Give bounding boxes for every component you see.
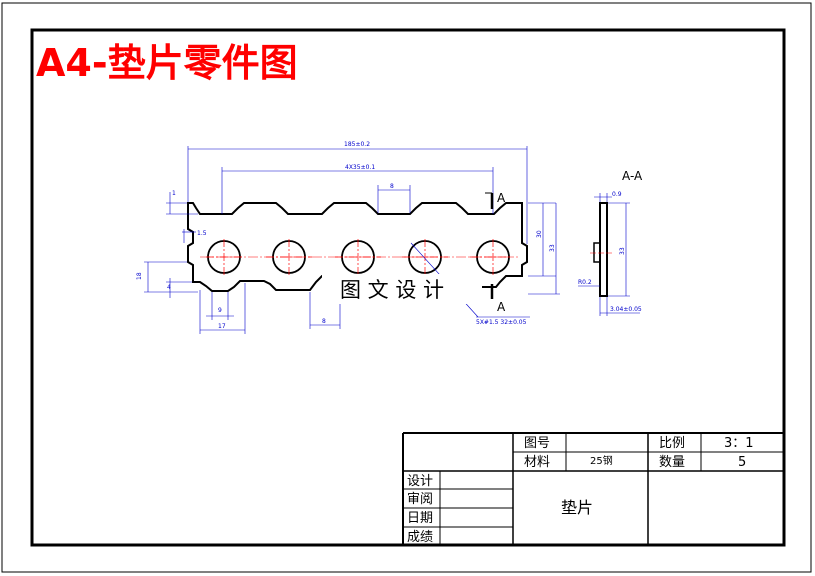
dim-overall-length: 185±0.2 (344, 141, 370, 148)
value-material: 25钢 (590, 454, 613, 467)
label-review: 审阅 (407, 492, 433, 507)
title-block (402, 432, 784, 545)
dim-slot-width-bottom: 8 (322, 318, 326, 325)
dim-end-length: 17 (218, 323, 226, 330)
label-scale: 比例 (659, 436, 685, 451)
gasket-front-view (187, 202, 528, 318)
dim-section-height: 33 (619, 247, 626, 255)
dim-section-side: R0.2 (578, 279, 592, 286)
section-dimension-lines (578, 193, 640, 316)
dim-height-left: 18 (136, 272, 143, 280)
section-view (590, 202, 612, 297)
label-material: 材料 (524, 455, 550, 470)
dim-bottom-offset: 4 (167, 284, 171, 291)
dim-hole-offset: 9 (218, 307, 222, 314)
dim-section-top: 0.9 (612, 191, 622, 198)
section-label: A-A (622, 169, 643, 183)
label-grade: 成绩 (407, 530, 433, 545)
label-drawing-no: 图号 (524, 436, 550, 451)
value-scale: 3：1 (724, 436, 754, 451)
cut-plane-marker: A (490, 284, 506, 314)
dim-inner-height: 30 (536, 230, 543, 238)
inner-frame (30, 28, 786, 547)
dim-left-margin: 1 (172, 190, 176, 197)
dim-pitch-total: 4X35±0.1 (345, 164, 375, 171)
dim-outer-height: 33 (549, 244, 556, 252)
drawing-title: A4-垫片零件图 (36, 41, 298, 85)
part-name: 垫片 (561, 498, 593, 517)
watermark: 图 文 设 计 (340, 278, 444, 302)
dim-section-thickness: 3.04±0.05 (610, 306, 642, 313)
gasket-outline (187, 202, 528, 292)
dim-edge-offset: 1.5 (197, 230, 207, 237)
cut-plane-marker: A (485, 191, 506, 209)
dim-slot-width-top: 8 (390, 183, 394, 190)
label-date: 日期 (407, 511, 433, 526)
dimension-lines (144, 146, 560, 334)
svg-text:A: A (497, 300, 506, 314)
watermark-background (322, 274, 482, 304)
dim-holes: 5X#1.5 32±0.05 (476, 319, 527, 326)
value-quantity: 5 (738, 455, 746, 470)
label-design: 设计 (407, 474, 433, 489)
label-quantity: 数量 (659, 455, 685, 470)
svg-text:A: A (497, 191, 506, 205)
